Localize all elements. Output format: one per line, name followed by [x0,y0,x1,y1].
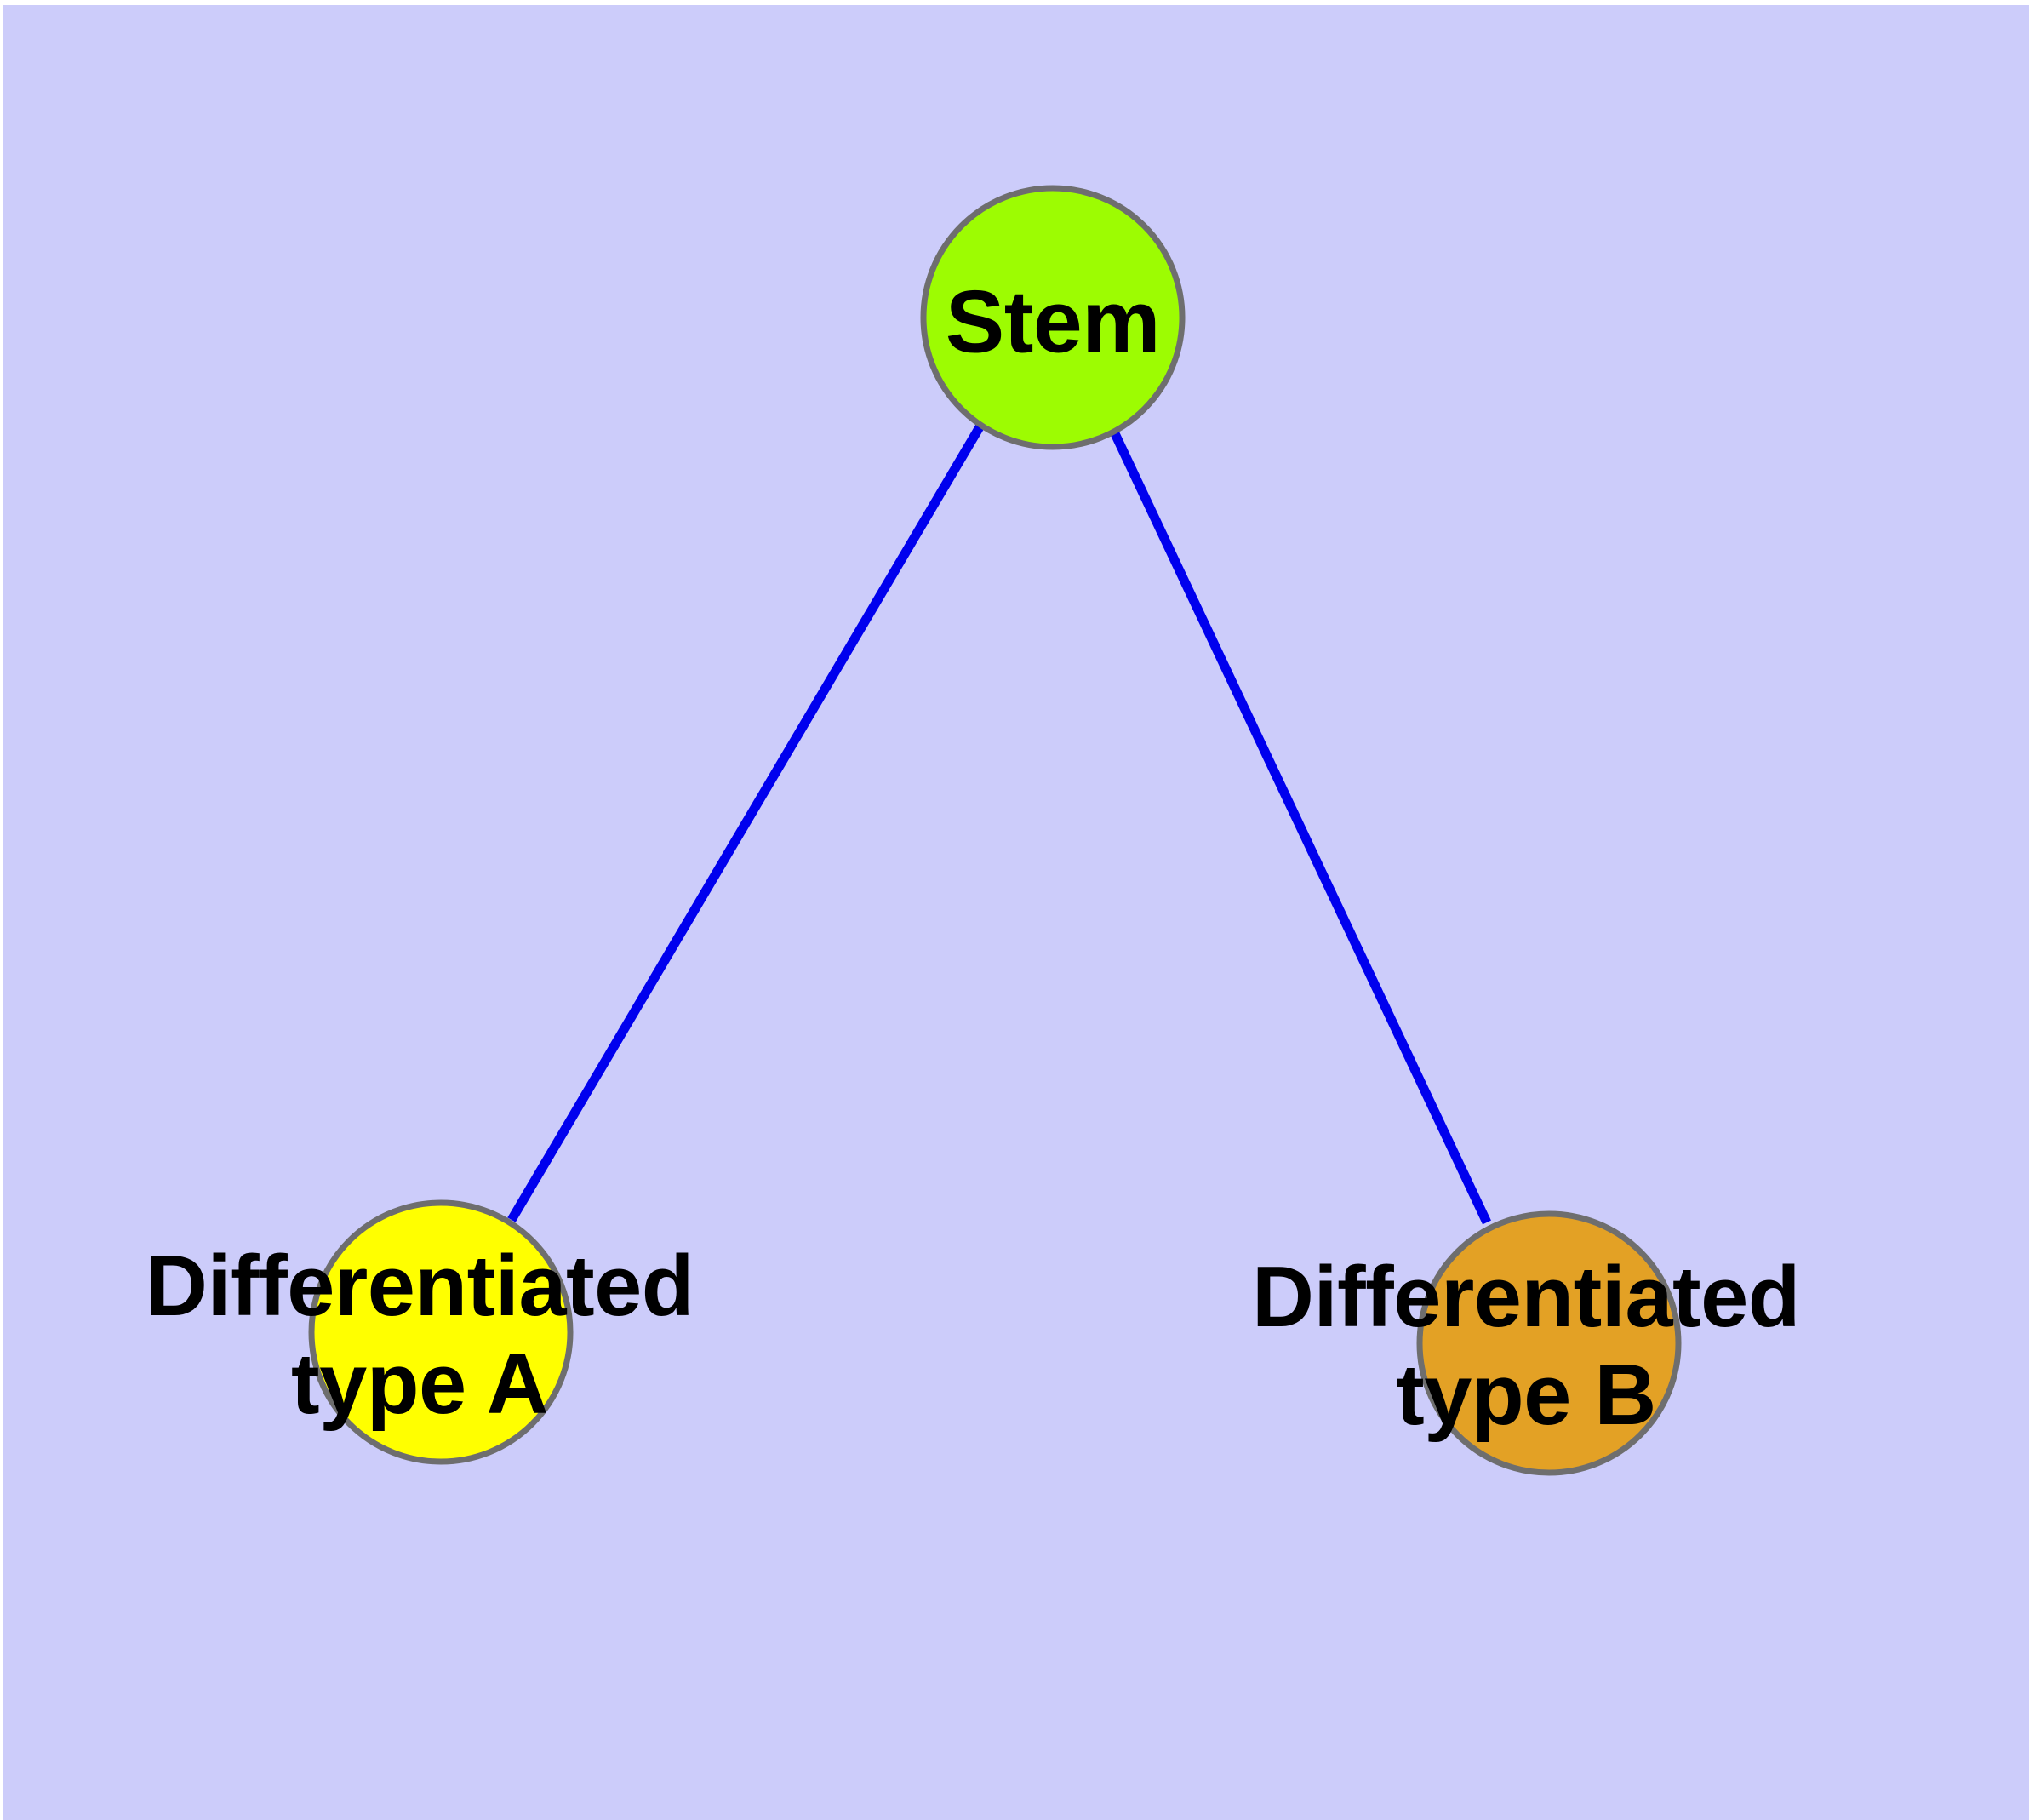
edge-layer [507,423,1491,1225]
node-layer [308,185,1682,1476]
node-differentiated-type-b[interactable] [1416,1210,1682,1476]
edge-stem-to-differentiated-type-b[interactable] [1108,426,1491,1225]
node-stem[interactable] [920,185,1186,450]
node-differentiated-type-a[interactable] [308,1199,574,1465]
edge-stem-to-differentiated-type-a[interactable] [507,423,985,1222]
